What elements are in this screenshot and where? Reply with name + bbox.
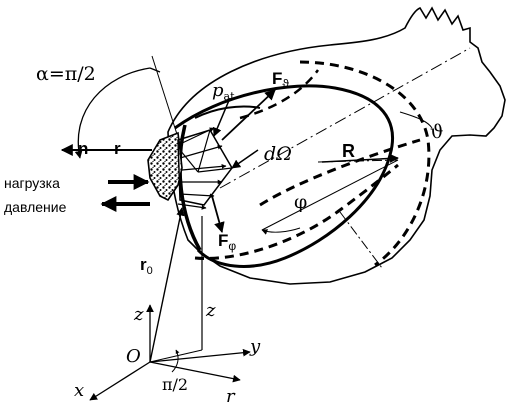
dashed-lower-curve bbox=[194, 163, 399, 260]
n-label: n bbox=[78, 139, 88, 158]
inner-meridian-curve bbox=[178, 124, 202, 251]
pressure-label: давление bbox=[4, 199, 67, 215]
F-phi-label: Fφ bbox=[218, 231, 236, 253]
y-axis bbox=[149, 348, 251, 363]
phi-arc bbox=[261, 227, 301, 235]
origin-label: O bbox=[126, 346, 141, 367]
F-theta-label: Fϑ bbox=[272, 69, 289, 91]
alpha-arc-start bbox=[149, 67, 161, 73]
R-label: R bbox=[342, 141, 355, 161]
front-rim-curve bbox=[194, 105, 261, 119]
d-omega-arrow bbox=[231, 149, 259, 169]
y-axis-label: y bbox=[249, 336, 261, 357]
alpha-label: α=π/2 bbox=[36, 63, 96, 85]
pi-half-arc bbox=[171, 349, 180, 373]
phi-label: φ bbox=[294, 191, 307, 213]
x-axis-label: x bbox=[74, 380, 84, 401]
dashed-parallel-front bbox=[259, 138, 421, 207]
theta-label: ϑ bbox=[430, 121, 444, 143]
x-axis bbox=[89, 361, 151, 401]
d-omega-label: dΩ bbox=[264, 143, 292, 165]
r0-vector bbox=[149, 207, 185, 363]
F-phi-vector bbox=[211, 195, 225, 234]
p-at-arrow bbox=[212, 97, 231, 137]
alpha-arc bbox=[74, 67, 151, 159]
p-at-label: pat bbox=[212, 80, 235, 103]
z-axis-label: z bbox=[133, 304, 144, 325]
pi-half-label: π/2 bbox=[162, 375, 188, 394]
F-theta-vector bbox=[221, 89, 276, 141]
revolution-axis bbox=[219, 47, 471, 189]
z-height-label: z bbox=[205, 300, 216, 321]
vertical-dashdot bbox=[339, 211, 383, 269]
dashed-upper-curve bbox=[239, 69, 320, 120]
element-box bbox=[177, 129, 233, 206]
r-projection-line bbox=[149, 349, 203, 363]
phi-radial-line bbox=[261, 159, 399, 231]
R-vector bbox=[321, 153, 399, 163]
r-axis bbox=[149, 361, 241, 383]
load-label: нагрузка bbox=[4, 175, 60, 191]
theta-arc bbox=[399, 111, 433, 129]
element-force-arrows bbox=[177, 127, 227, 210]
r-axis-label: r bbox=[226, 386, 236, 406]
r0-label: r0 bbox=[140, 255, 153, 277]
r-vector-label: r bbox=[114, 139, 121, 158]
dashed-parallel-back bbox=[299, 60, 431, 267]
surface-element-patch bbox=[147, 131, 183, 202]
